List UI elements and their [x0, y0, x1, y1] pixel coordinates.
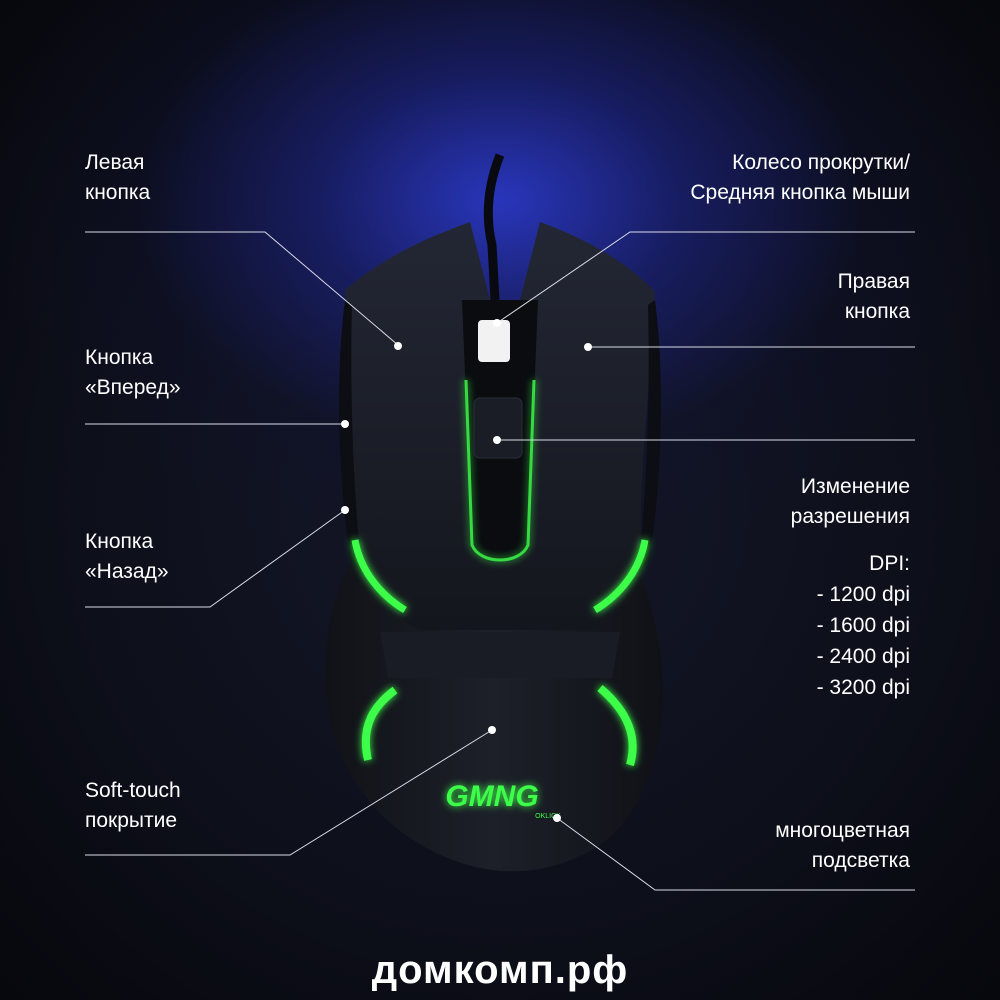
dot-backlight [553, 814, 561, 822]
dot-forward-button [341, 420, 349, 428]
label-resolution-change: Изменение разрешения [790, 475, 910, 528]
dot-right-button [584, 343, 592, 351]
dpi-title: DPI: [869, 552, 910, 575]
gmng-logo: GMNG [445, 780, 538, 813]
label-right-button: Правая кнопка [837, 270, 910, 323]
dot-soft-touch [488, 726, 496, 734]
label-soft-touch: Soft-touch покрытие [85, 779, 181, 832]
glow-palm-right [597, 684, 637, 767]
label-left-button: Левая кнопка [85, 151, 151, 204]
mouse-bottom-band [380, 632, 620, 678]
leader-scroll-wheel [496, 231, 915, 324]
footer-site: домкомп.рф [371, 948, 629, 992]
label-backlight: многоцветная подсветка [775, 819, 910, 872]
dpi-value: - 3200 dpi [816, 676, 910, 699]
mouse-cable [483, 153, 505, 301]
label-forward-button: Кнопка «Вперед» [85, 346, 181, 399]
dpi-button [473, 397, 523, 459]
dpi-value: - 1600 dpi [816, 614, 910, 637]
leader-backlight [556, 817, 915, 891]
glow-left-arc [351, 539, 407, 614]
channel-glow [464, 379, 536, 562]
dpi-value: - 1200 dpi [816, 583, 910, 606]
dot-resolution [493, 436, 501, 444]
label-scroll-wheel: Колесо прокрутки/ Средняя кнопка мыши [690, 151, 910, 204]
dot-scroll-wheel [493, 319, 501, 327]
oklick-logo: OKLICK [535, 813, 561, 820]
dpi-list: DPI: - 1200 dpi - 1600 dpi - 2400 dpi - … [817, 548, 910, 703]
dot-back-button [341, 506, 349, 514]
scroll-wheel [478, 320, 510, 362]
glow-palm-left [361, 686, 398, 761]
dot-left-button [394, 342, 402, 350]
label-back-button: Кнопка «Назад» [85, 530, 169, 583]
leader-back-button [85, 509, 346, 608]
dpi-value: - 2400 dpi [816, 645, 910, 668]
leader-soft-touch [85, 729, 493, 856]
leader-left-button [85, 231, 399, 346]
mouse-side-right [638, 300, 662, 575]
glow-right-arc [593, 539, 649, 614]
